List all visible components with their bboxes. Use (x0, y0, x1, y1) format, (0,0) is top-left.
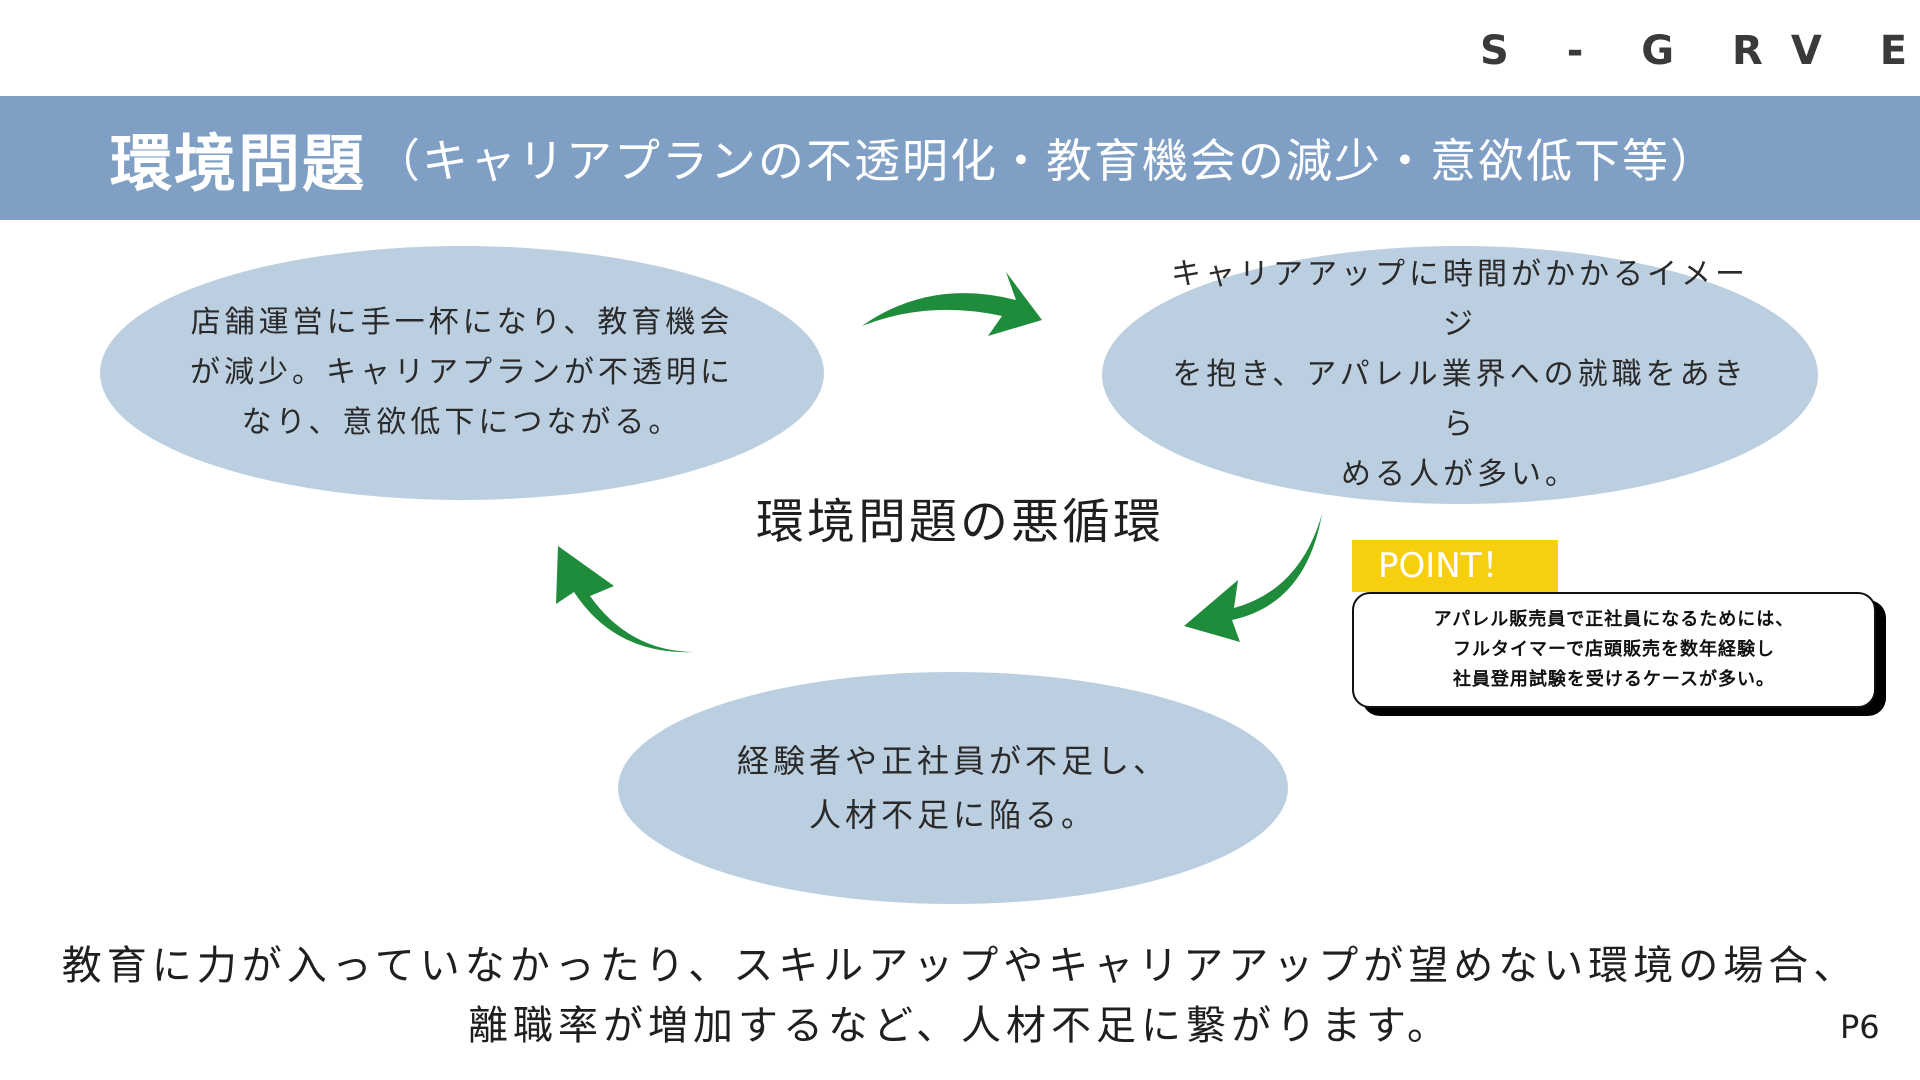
point-line: 社員登用試験を受けるケースが多い。 (1452, 669, 1776, 690)
brand-logo: S - G R V E (1480, 26, 1907, 76)
cycle-node-left-line: が減少。キャリアプランが不透明に (190, 355, 734, 390)
arrow-left-icon (556, 546, 696, 653)
cycle-node-left: 店舗運営に手一杯になり、教育機会 が減少。キャリアプランが不透明に なり、意欲低… (100, 246, 824, 500)
cycle-node-bottom-line: 人材不足に陥る。 (808, 796, 1097, 834)
page-title: 環境問題 (110, 127, 367, 200)
cycle-node-left-line: 店舗運営に手一杯になり、教育機会 (190, 305, 734, 340)
logo-text-right: V E (1790, 28, 1920, 74)
page-number: P6 (1840, 1008, 1880, 1046)
cycle-node-right-line: キャリアアップに時間がかかるイメージ (1171, 257, 1749, 342)
cycle-node-right-line: める人が多い。 (1341, 457, 1579, 492)
point-line: アパレル販売員で正社員になるためには、 (1433, 609, 1795, 630)
cycle-node-right: キャリアアップに時間がかかるイメージ を抱き、アパレル業界への就職をあきら める… (1102, 246, 1818, 504)
cycle-node-right-text: キャリアアップに時間がかかるイメージ を抱き、アパレル業界への就職をあきら める… (1162, 250, 1758, 500)
logo-text-left: S - G R (1480, 28, 1785, 74)
point-box: アパレル販売員で正社員になるためには、 フルタイマーで店頭販売を数年経験し 社員… (1352, 592, 1876, 708)
footer-summary: 教育に力が入っていなかったり、スキルアップやキャリアアップが望めない環境の場合、… (0, 936, 1920, 1056)
cycle-node-left-line: なり、意欲低下につながる。 (241, 405, 683, 440)
footer-line-2: 離職率が増加するなど、人材不足に繋がります。 (468, 1003, 1452, 1049)
arrow-top-icon (862, 272, 1042, 336)
cycle-node-left-text: 店舗運営に手一杯になり、教育機会 が減少。キャリアプランが不透明に なり、意欲低… (190, 298, 734, 448)
cycle-node-bottom-line: 経験者や正社員が不足し、 (736, 742, 1169, 780)
point-line: フルタイマーで店頭販売を数年経験し (1453, 639, 1775, 660)
cycle-node-bottom: 経験者や正社員が不足し、 人材不足に陥る。 (618, 672, 1288, 904)
cycle-node-right-line: を抱き、アパレル業界への就職をあきら (1172, 357, 1748, 442)
point-tag: POINT！ (1352, 540, 1558, 592)
cycle-node-bottom-text: 経験者や正社員が不足し、 人材不足に陥る。 (737, 734, 1169, 842)
footer-line-1: 教育に力が入っていなかったり、スキルアップやキャリアアップが望めない環境の場合、 (61, 943, 1859, 989)
header-band: 環境問題 （キャリアプランの不透明化・教育機会の減少・意欲低下等） (0, 96, 1920, 220)
cycle-center-label: 環境問題の悪循環 (755, 494, 1164, 550)
page-subtitle: （キャリアプランの不透明化・教育機会の減少・意欲低下等） (374, 134, 1719, 188)
